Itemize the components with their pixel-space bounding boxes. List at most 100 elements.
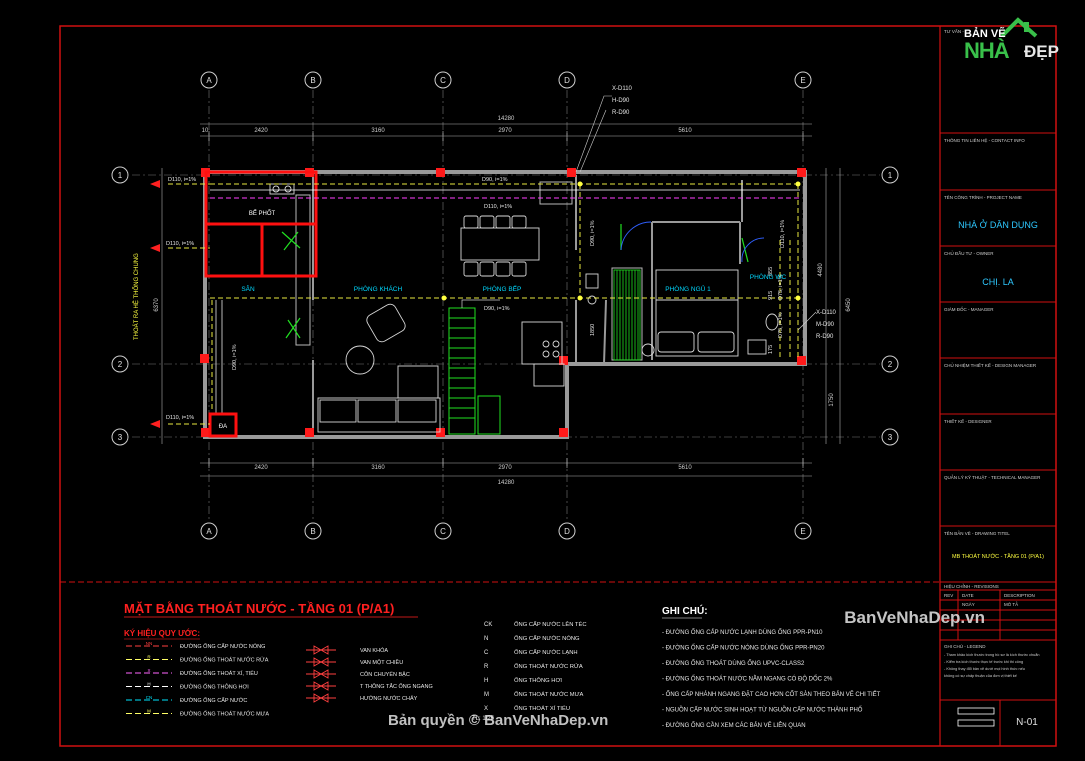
note-item: - ĐƯỜNG ỐNG CẤP NƯỚC LẠNH DÙNG ỐNG PPR-P… bbox=[662, 629, 823, 636]
tb-drawing-title: MB THOÁT NƯỚC - TẦNG 01 (P/A1) bbox=[952, 553, 1044, 560]
dim-top: 3160 bbox=[371, 128, 385, 134]
dim-bottom: 2420 bbox=[254, 465, 268, 471]
pipe-riser-dots bbox=[441, 181, 801, 301]
bed bbox=[641, 269, 739, 357]
legend-line-label: ĐƯỜNG ỐNG THOÁT XÍ, TIỂU bbox=[180, 670, 258, 677]
axis-bubble bbox=[881, 355, 899, 373]
walls bbox=[203, 170, 807, 439]
tb-rev: REV bbox=[944, 593, 953, 598]
dim-left: 6370 bbox=[154, 298, 160, 312]
logo-top: BẢN VẼ bbox=[964, 28, 1006, 40]
tb-owner-label: CHỦ ĐẦU TƯ - OWNER bbox=[944, 250, 994, 256]
column-marker bbox=[305, 428, 314, 437]
code-key: H bbox=[484, 678, 488, 684]
note-item: - ĐƯỜNG ỐNG THOÁT DÙNG ỐNG UPVC-CLASS2 bbox=[662, 660, 805, 667]
dim-bottom: 2970 bbox=[498, 465, 512, 471]
tb-project-label: TÊN CÔNG TRÌNH - PROJECT NAME bbox=[944, 193, 1022, 200]
grid-lines bbox=[132, 90, 880, 520]
legend-line-tag: CN bbox=[146, 695, 153, 700]
left-vertical-label: THOÁT RA HỆ THỐNG CHUNG bbox=[132, 253, 140, 340]
code-key: X bbox=[484, 706, 488, 712]
valve-label: T THÔNG TẮC ỐNG NGANG bbox=[360, 682, 433, 690]
axis-bubble bbox=[111, 355, 129, 373]
dim-bottom: 3160 bbox=[371, 465, 385, 471]
axis-bubble bbox=[881, 428, 899, 446]
dining-table bbox=[460, 215, 540, 277]
kitchen-counter bbox=[521, 321, 565, 387]
code-label: ỐNG CẤP NƯỚC NÓNG bbox=[514, 635, 580, 642]
tb-project: NHÀ Ở DÂN DỤNG bbox=[958, 219, 1038, 230]
dim-top: 5610 bbox=[678, 128, 692, 134]
axis-label: 3 bbox=[118, 433, 123, 442]
dim-top: 2970 bbox=[498, 128, 512, 134]
wardrobe bbox=[613, 269, 641, 361]
dimension-lines bbox=[161, 123, 841, 477]
doors bbox=[281, 224, 749, 339]
inner-walls bbox=[312, 175, 743, 437]
room-label-san: SÂN bbox=[241, 284, 255, 293]
note-item: - ỐNG CẤP NHÁNH NGANG ĐẶT CAO HƠN CỐT SÀ… bbox=[662, 691, 881, 698]
axis-bubble bbox=[200, 71, 218, 89]
room-labels: SÂN PHÒNG KHÁCH PHÒNG BẾP PHÒNG NGỦ 1 PH… bbox=[241, 272, 786, 293]
tb-note: - Tham khảo kích thước trong hồ sơ là kí… bbox=[944, 653, 1039, 657]
axis-label: E bbox=[800, 527, 805, 536]
legend-line-label: ĐƯỜNG ỐNG CẤP NƯỚC bbox=[180, 697, 247, 704]
pipe-label: 1850 bbox=[590, 324, 596, 336]
axis-bubble bbox=[558, 71, 576, 89]
axis-label: D bbox=[564, 76, 570, 85]
code-key: M bbox=[484, 692, 489, 698]
axis-label: 2 bbox=[118, 360, 123, 369]
legend-line-label: ĐƯỜNG ỐNG THOÁT NƯỚC RỬA bbox=[180, 657, 269, 664]
note-item: - NGUỒN CẤP NƯỚC SINH HOẠT TỪ NGUỒN CẤP … bbox=[662, 707, 863, 714]
valve-symbol-icon bbox=[306, 645, 336, 655]
tb-tu-van: TƯ VẤN - bbox=[944, 28, 964, 34]
legend-line-tag: H bbox=[147, 682, 150, 687]
tb-contact: THÔNG TIN LIÊN HỆ - CONTACT INFO bbox=[944, 136, 1025, 143]
axis-bubble bbox=[558, 522, 576, 540]
column-marker bbox=[436, 168, 445, 177]
callout-text: X-D110 bbox=[816, 310, 837, 316]
dim-top: 2420 bbox=[254, 128, 268, 134]
dim-right: 4480 bbox=[818, 263, 824, 277]
axis-bubble bbox=[304, 71, 322, 89]
logo-nha: NHÀ bbox=[964, 38, 1010, 63]
legend-line-label: ĐƯỜNG ỐNG THOÁT NƯỚC MƯA bbox=[180, 711, 269, 718]
pipe-label: D75, i=1% bbox=[778, 312, 784, 338]
code-key: R bbox=[484, 664, 489, 670]
stair-rail bbox=[461, 299, 500, 308]
stairs bbox=[448, 307, 501, 435]
tb-note: - Không thay đổi bản vẽ dưới mọi hình th… bbox=[944, 667, 1025, 671]
callout-text: M-D90 bbox=[816, 322, 835, 328]
legend-line-label: ĐƯỜNG ỐNG THÔNG HƠI bbox=[180, 684, 249, 691]
dim-top: 10 bbox=[202, 128, 209, 134]
tb-tech-manager-label: QUẢN LÝ KỸ THUẬT - TECHNICAL MANAGER bbox=[944, 474, 1041, 480]
code-key: C bbox=[484, 650, 489, 656]
tb-description: DESCRIPTION bbox=[1004, 593, 1035, 598]
logo-dep: ĐẸP bbox=[1024, 42, 1059, 61]
room-label-phong-wc: PHÒNG WC bbox=[750, 272, 787, 281]
watermark: BanVeNhaDep.vn bbox=[844, 608, 985, 627]
code-label: ỐNG CẤP NƯỚC LÊN TÉC bbox=[514, 620, 587, 628]
tb-notes-label: GHI CHÚ - LEGEND bbox=[944, 643, 986, 649]
dim-total-bottom: 14280 bbox=[498, 480, 515, 486]
valve-symbol-icon bbox=[306, 669, 336, 679]
dim-total-top: 14280 bbox=[498, 116, 515, 122]
axis-label: C bbox=[440, 527, 446, 536]
pipe-label: D90, i=1% bbox=[590, 220, 596, 246]
code-label: ỐNG THOÁT NƯỚC MƯA bbox=[514, 691, 584, 698]
tb-designer-label: THIẾT KẾ - DESIGNER bbox=[944, 418, 992, 424]
axis-bubble bbox=[434, 71, 452, 89]
code-label: ỐNG THOÁT XÍ TIỂU bbox=[514, 705, 570, 712]
note-item: - ĐƯỜNG ỐNG THOÁT NƯỚC NẰM NGANG CÓ ĐỘ D… bbox=[662, 675, 833, 683]
pipe-label: 175 bbox=[768, 345, 774, 354]
axis-label: B bbox=[310, 76, 315, 85]
legend-scale: TL: 1/25 bbox=[472, 716, 495, 722]
pipe-labels: D110, i=1% D90, i=1% D110, i=1% D110, i=… bbox=[166, 177, 786, 421]
axis-label: B bbox=[310, 527, 315, 536]
column-marker bbox=[567, 168, 576, 177]
code-key: CK bbox=[484, 622, 492, 628]
valve-label: CÔN CHUYỂN BẬC bbox=[360, 671, 410, 678]
code-label: ỐNG THÔNG HƠI bbox=[514, 677, 562, 684]
